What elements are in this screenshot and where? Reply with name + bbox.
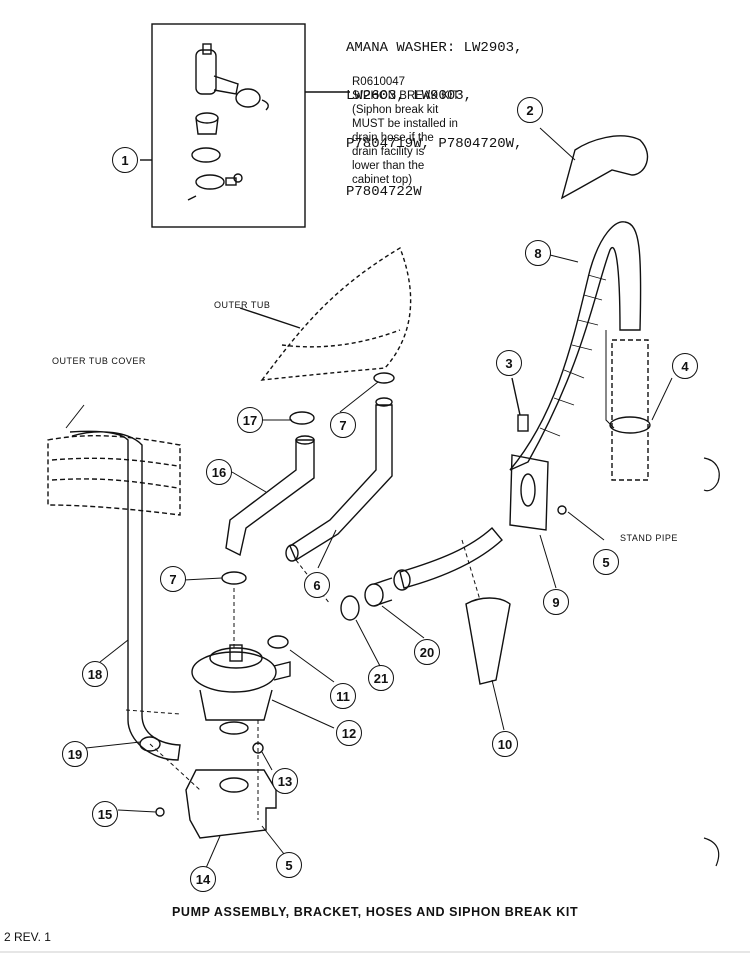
kit-name: SIPHON BREAK KIT [352, 90, 460, 102]
callout-12: 12 [336, 720, 362, 746]
siphon-tee-fitting [195, 43, 269, 111]
kit-note-line: drain hose if the [352, 132, 434, 144]
kit-note-line: (Siphon break kit [352, 104, 439, 116]
callout-1: 1 [112, 147, 138, 173]
model-line: P7804719W, P7804720W, [346, 136, 523, 152]
callout-19: 19 [62, 741, 88, 767]
model-line: AMANA WASHER: LW2903, [346, 40, 523, 56]
outer-tub-label: OUTER TUB [214, 300, 271, 310]
corrugated-hose [399, 526, 503, 589]
hose-16 [225, 439, 315, 557]
callout-9: 9 [543, 589, 569, 615]
clamp-21 [340, 595, 360, 621]
callout-13: 13 [272, 768, 298, 794]
clip-3 [517, 414, 529, 432]
callout-2: 2 [517, 97, 543, 123]
kit-note-line: drain facility is [352, 146, 425, 158]
callout-18: 18 [82, 661, 108, 687]
outer-tub [260, 246, 412, 381]
pump-bracket-14 [185, 769, 277, 839]
hose-elbow-2 [560, 135, 649, 200]
callout-11: 11 [330, 683, 356, 709]
siphon-kit-note: R0610047 SIPHON BREAK KIT (Siphon break … [352, 75, 492, 187]
model-line: LW2603, LW9003, [346, 88, 473, 104]
revision-label: 2 REV. 1 [4, 930, 51, 944]
callout-4: 4 [672, 353, 698, 379]
callout-17: 17 [237, 407, 263, 433]
callout-16: 16 [206, 459, 232, 485]
stand-pipe [611, 339, 649, 481]
siphon-break-10 [465, 597, 511, 685]
figure-caption: PUMP ASSEMBLY, BRACKET, HOSES AND SIPHON… [172, 905, 579, 919]
stand-pipe-label: STAND PIPE [620, 533, 678, 543]
siphon-coupling [195, 112, 219, 135]
outer-tub-cover [47, 435, 181, 516]
callout-20: 20 [414, 639, 440, 665]
siphon-clamps [187, 147, 243, 201]
coupling-20 [364, 583, 384, 607]
callout-8: 8 [525, 240, 551, 266]
callout-10: 10 [492, 731, 518, 757]
hose-bracket-9 [509, 454, 549, 531]
kit-note-line: cabinet top) [352, 174, 413, 186]
drain-hose-8 [509, 221, 642, 471]
callout-21: 21 [368, 665, 394, 691]
kit-note-line: MUST be installed in [352, 118, 458, 130]
callout-7-top: 7 [330, 412, 356, 438]
hose-18 [69, 430, 181, 761]
model-list: AMANA WASHER: LW2903, LW2603, LW9003, P7… [346, 8, 522, 216]
outer-tub-cover-label: OUTER TUB COVER [52, 356, 146, 366]
callout-7-left: 7 [160, 566, 186, 592]
kit-part-number: R0610047 [352, 76, 406, 88]
siphon-kit-box [151, 23, 306, 228]
callout-15: 15 [92, 801, 118, 827]
callout-6: 6 [304, 572, 330, 598]
kit-note-line: lower than the [352, 160, 425, 172]
callout-14: 14 [190, 866, 216, 892]
model-line: P7804722W [346, 184, 422, 200]
pump-12 [191, 644, 291, 735]
callout-5-bottom: 5 [276, 852, 302, 878]
callout-3: 3 [496, 350, 522, 376]
callout-5-right: 5 [593, 549, 619, 575]
